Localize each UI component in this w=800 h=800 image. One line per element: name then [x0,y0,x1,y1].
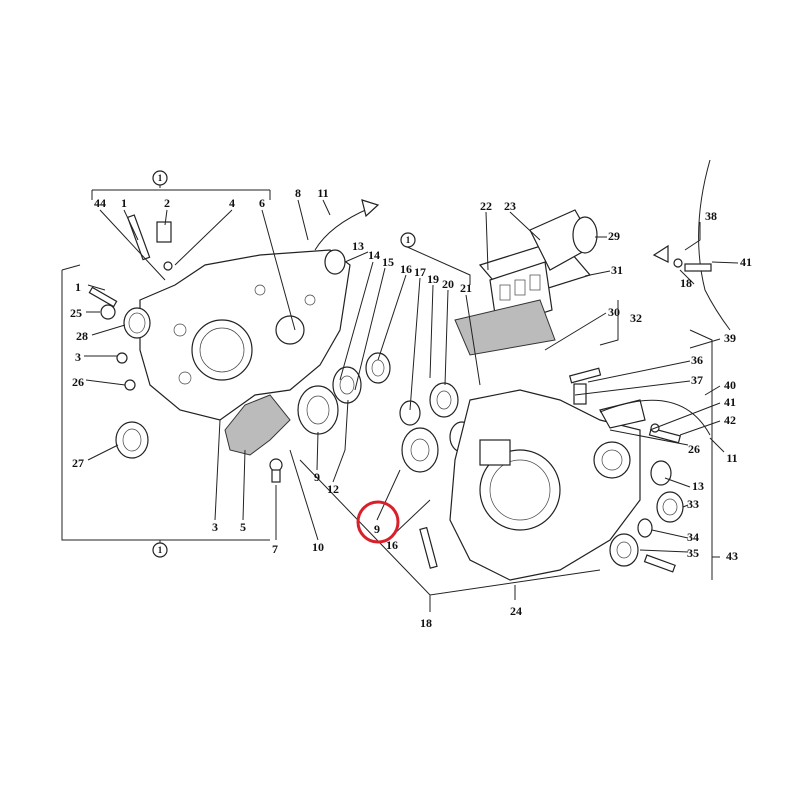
part-label: 41 [724,395,736,409]
part-label: 28 [76,329,88,343]
part-label-highlighted: 9 [374,522,380,536]
part-label: 36 [691,353,703,367]
part-label: 1 [75,280,81,294]
hose [314,207,371,251]
part-label: 26 [688,442,700,456]
part-label: 18 [420,616,432,630]
left-small-parts [88,214,283,483]
part-label: 1 [121,196,127,210]
part-label: 41 [740,255,752,269]
right-small-parts [419,159,731,573]
part-label: 3 [75,350,81,364]
group-marker-bottom [152,542,168,558]
part-label: 32 [630,311,642,325]
part-label: 20 [442,277,454,291]
part-label: 3 [212,520,218,534]
part-label: 24 [510,604,522,618]
part-label: 8 [295,186,301,200]
right-crankcase-half [449,389,646,581]
part-label: 21 [460,281,472,295]
part-label: 31 [611,263,623,277]
part-label: 7 [272,542,278,556]
arrow-icon [361,199,380,218]
part-label: 23 [504,199,516,213]
part-label: 22 [480,199,492,213]
part-label: 1 [158,173,163,183]
part-label: 25 [70,306,82,320]
part-label: 1 [406,235,411,245]
part-label: 29 [608,229,620,243]
part-label: 30 [608,305,620,319]
part-label: 4 [229,196,235,210]
part-label: 27 [72,456,84,470]
part-label: 6 [259,196,265,210]
part-label: 10 [312,540,324,554]
part-label: 9 [314,470,320,484]
leader-lines [84,199,739,553]
part-label: 40 [724,378,736,392]
part-label: 16 [400,262,412,276]
part-label: 33 [687,497,699,511]
part-label: 43 [726,549,738,563]
part-label: 15 [382,255,394,269]
group-marker-top [152,170,168,186]
part-label: 39 [724,331,736,345]
group-brackets [61,184,720,612]
arrow-icon [652,244,669,263]
reed-valve-intake [454,209,598,356]
part-label: 44 [94,196,106,210]
part-label: 12 [327,482,339,496]
part-label: 13 [352,239,364,253]
part-label: 34 [687,530,699,544]
highlight-circle [356,500,400,544]
left-crankcase-half [139,249,351,421]
part-label: 1 [158,545,163,555]
part-label: 2 [164,196,170,210]
part-label: 38 [705,209,717,223]
part-label: 16 [386,538,398,552]
part-label: 35 [687,546,699,560]
part-label: 13 [692,479,704,493]
part-label: 14 [368,248,380,262]
part-label: 26 [72,375,84,389]
part-label: 19 [427,272,439,286]
part-label: 5 [240,520,246,534]
part-label: 11 [726,451,737,465]
part-label: 37 [691,373,703,387]
group-marker-middle [400,232,416,248]
part-label: 17 [414,265,426,279]
gasket [224,394,291,456]
part-label: 18 [680,276,692,290]
part-label: 42 [724,413,736,427]
part-label: 11 [317,186,328,200]
part-labels: 1 44 1 2 4 6 8 11 13 14 15 16 17 19 20 2… [70,173,752,630]
